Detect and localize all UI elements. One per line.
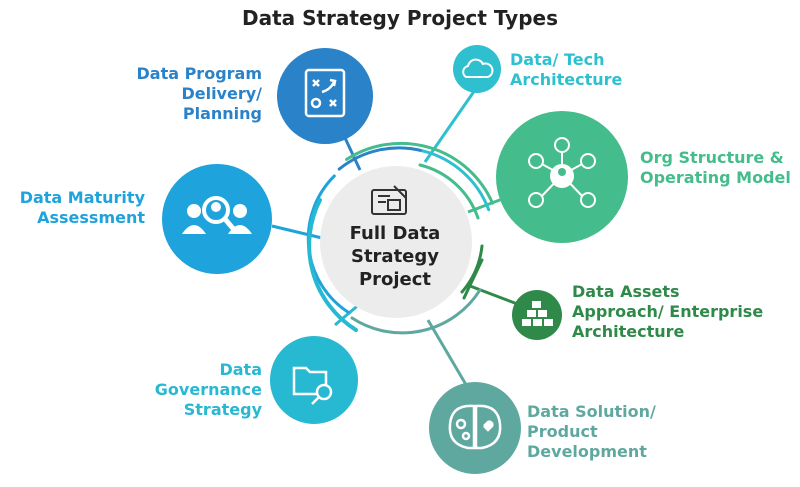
connector-tech [423, 89, 477, 163]
network-people-icon [528, 137, 596, 208]
center-rings [306, 141, 494, 335]
ring-arc-program [337, 146, 425, 171]
center-label-line-3: Project [358, 269, 432, 290]
label-governance: Data Governance Strategy [120, 360, 262, 420]
label-program-line-3: Planning [182, 104, 262, 123]
node-tech-circle [453, 45, 501, 93]
label-org: Org Structure & Operating Model [640, 148, 798, 188]
assets-tick [462, 258, 484, 300]
ring-arc-tech [421, 149, 491, 212]
label-tech-line-1: Data/ Tech [510, 50, 605, 69]
ring-arc-inner [418, 163, 480, 220]
center-label-line-1: Full Data [349, 223, 441, 244]
label-assets-line-2: Approach/ Enterprise [572, 302, 764, 321]
label-tech: Data/ Tech Architecture [510, 50, 660, 90]
connector-assets [469, 284, 521, 307]
label-assets-line-1: Data Assets [572, 282, 680, 301]
label-solution: Data Solution/ Product Development [527, 402, 727, 462]
label-governance-line-1: Data [219, 360, 262, 379]
blueprint-icon [371, 185, 407, 215]
label-tech-line-2: Architecture [510, 70, 623, 89]
strategy-board-icon [304, 68, 346, 118]
node-assets-circle [512, 290, 562, 340]
label-program-line-1: Data Program [136, 64, 262, 83]
cloud-icon [462, 58, 494, 78]
label-maturity: Data Maturity Assessment [0, 188, 145, 228]
node-governance [270, 336, 358, 424]
center-circle [320, 166, 472, 318]
center-label: Full Data Strategy Project [330, 222, 460, 291]
folder-search-icon [292, 366, 333, 405]
label-maturity-line-1: Data Maturity [19, 188, 145, 207]
connector-maturity [271, 224, 323, 240]
label-program: Data Program Delivery/ Planning [90, 64, 262, 124]
label-program-line-2: Delivery/ [181, 84, 262, 103]
label-governance-line-3: Strategy [183, 400, 262, 419]
center-label-line-2: Strategy [350, 246, 440, 267]
node-maturity [162, 164, 272, 274]
label-governance-line-2: Governance [154, 380, 262, 399]
label-assets-line-3: Architecture [572, 322, 685, 341]
ring-arc-governance [307, 198, 358, 332]
group-search-icon [182, 196, 252, 234]
node-program [277, 48, 373, 144]
node-governance-circle [270, 336, 358, 424]
label-assets: Data Assets Approach/ Enterprise Archite… [572, 282, 794, 342]
ring-arc-solution [350, 288, 482, 335]
ring-arc-org [345, 141, 494, 205]
node-program-circle [277, 48, 373, 144]
node-solution [429, 382, 521, 474]
node-org [496, 111, 628, 243]
label-maturity-line-2: Assessment [37, 208, 145, 227]
label-solution-line-1: Data Solution/ [527, 402, 656, 421]
node-tech [453, 45, 501, 93]
label-org-line-2: Operating Model [640, 168, 791, 187]
node-maturity-circle [162, 164, 272, 274]
blocks-icon [522, 301, 553, 326]
label-org-line-1: Org Structure & [640, 148, 784, 167]
page-title: Data Strategy Project Types [241, 6, 559, 30]
label-solution-line-3: Development [527, 442, 647, 461]
node-assets [512, 290, 562, 340]
brain-icon [448, 404, 502, 450]
label-solution-line-2: Product [527, 422, 598, 441]
